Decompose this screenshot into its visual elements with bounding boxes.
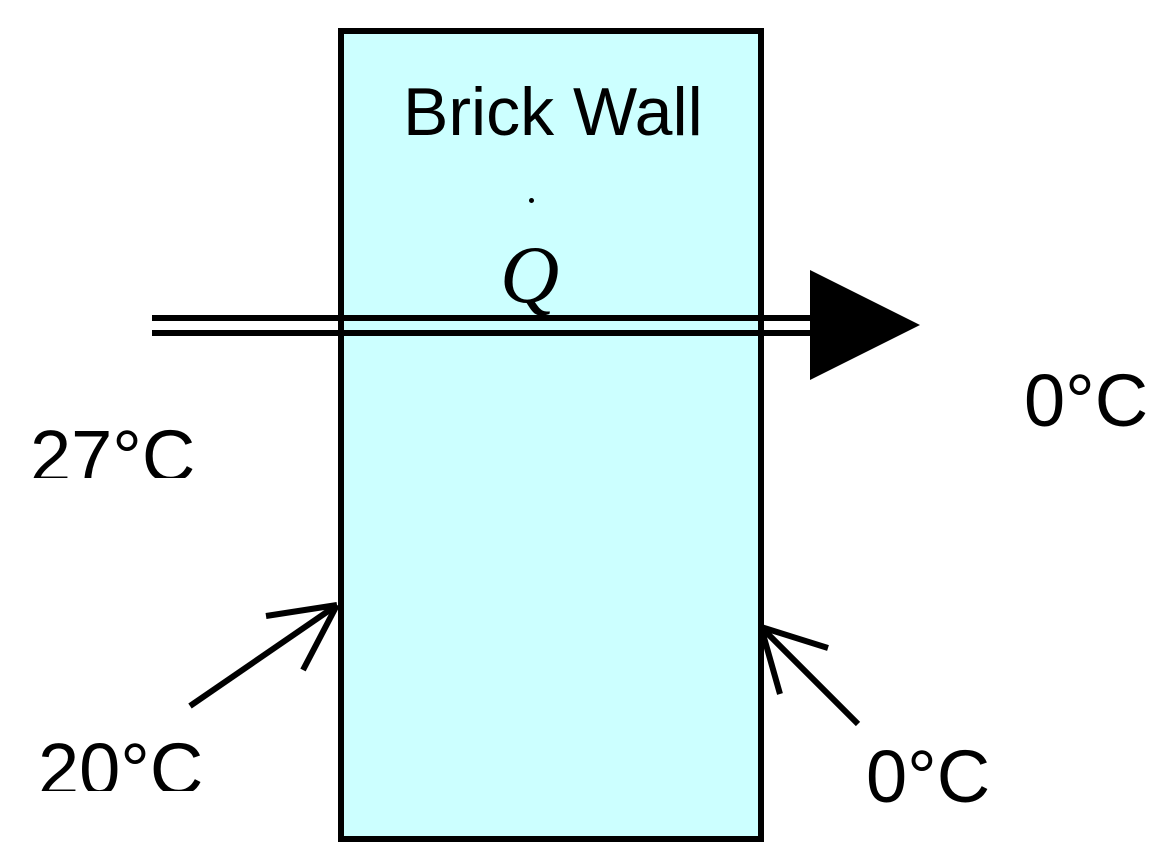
- inner-surface-pointer-head-lower: [300, 603, 340, 672]
- outer-surface-pointer-shaft: [758, 624, 861, 727]
- outer-surface-temperature: 0°C: [866, 735, 991, 818]
- inner-surface-pointer-head-upper: [265, 602, 338, 619]
- heat-flow-arrow: [152, 270, 920, 380]
- outer-surface-pointer-head-lower: [758, 626, 783, 695]
- heat-rate-dot: [529, 198, 534, 203]
- outside-air-temperature: 0°C: [1024, 359, 1149, 442]
- brick-wall: [338, 28, 764, 842]
- inner-surface-pointer-arrow: [188, 602, 340, 709]
- inside-air-temperature: 27°C: [30, 420, 196, 478]
- outer-surface-pointer-head-upper: [760, 624, 829, 651]
- heat-rate-symbol: Q: [500, 229, 560, 320]
- wall-title: Brick Wall: [403, 74, 703, 150]
- inner-surface-temperature: 20°C: [38, 733, 204, 791]
- inner-surface-pointer-shaft: [188, 602, 339, 709]
- outer-surface-pointer-arrow: [758, 624, 861, 727]
- heat-flow-arrowhead: [810, 270, 920, 380]
